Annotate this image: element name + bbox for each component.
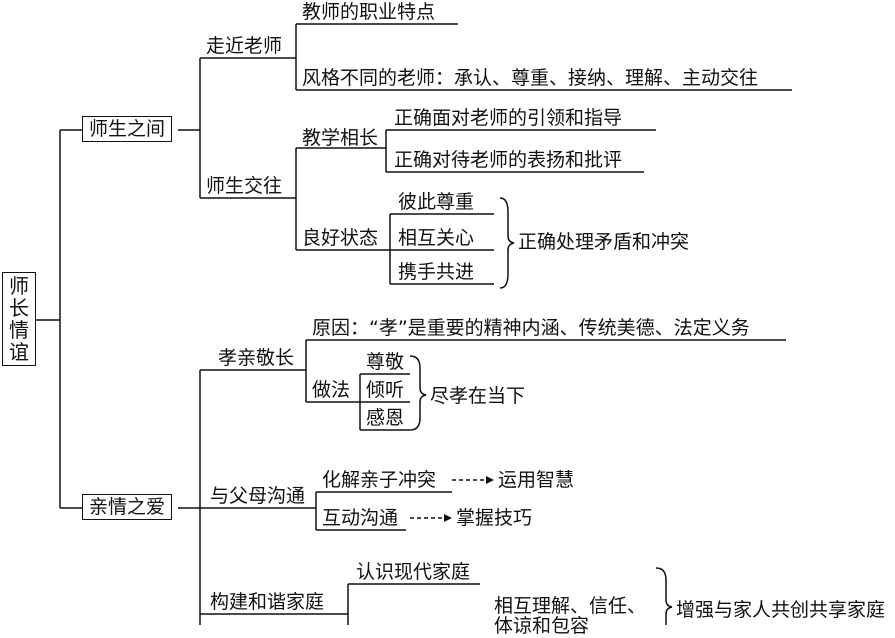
item-modern-family: 认识现代家庭 — [356, 561, 471, 583]
summary-filial-now: 尽孝在当下 — [430, 385, 526, 407]
summary-family-share: 增强与家人共创共享家庭 — [676, 599, 886, 621]
item-resolve-conflict: 化解亲子冲突 — [322, 469, 437, 491]
result-master-skills: 掌握技巧 — [456, 507, 533, 529]
root-node: 师长情谊 — [2, 272, 36, 366]
item-respect: 尊敬 — [366, 351, 405, 373]
item-guidance: 正确面对老师的引领和指导 — [394, 107, 623, 129]
item-teacher-profession: 教师的职业特点 — [302, 1, 436, 23]
item-tolerance: 体谅和包容 — [494, 615, 590, 637]
item-praise-criticism: 正确对待老师的表扬和批评 — [394, 149, 623, 171]
item-gratitude: 感恩 — [366, 407, 405, 429]
node-harmonious-family: 构建和谐家庭 — [210, 591, 325, 613]
item-mutual-care: 相互关心 — [398, 227, 475, 249]
node-teaching-learning: 教学相长 — [302, 127, 379, 149]
node-approach-teacher: 走近老师 — [206, 35, 283, 57]
item-progress-together: 携手共进 — [398, 261, 475, 283]
item-listen: 倾听 — [366, 379, 405, 401]
item-interactive-communication: 互动沟通 — [322, 507, 399, 529]
item-filial-reason: 原因：“孝”是重要的精神内涵、传统美德、法定义务 — [312, 317, 750, 339]
connector-lines — [36, 23, 792, 625]
node-communicate-parents: 与父母沟通 — [210, 485, 306, 507]
node-teacher-student: 师生之间 — [82, 116, 173, 142]
item-teacher-styles: 风格不同的老师：承认、尊重、接纳、理解、主动交往 — [302, 67, 759, 89]
summary-handle-conflict: 正确处理矛盾和冲突 — [518, 231, 690, 253]
item-mutual-respect: 彼此尊重 — [398, 191, 475, 213]
node-good-state: 良好状态 — [302, 227, 379, 249]
node-practice: 做法 — [312, 379, 351, 401]
result-use-wisdom: 运用智慧 — [498, 469, 575, 491]
item-understanding-trust: 相互理解、信任、 — [494, 595, 647, 617]
node-filial-piety: 孝亲敬长 — [218, 347, 295, 369]
node-interaction: 师生交往 — [206, 175, 283, 197]
node-family-love: 亲情之爱 — [82, 494, 173, 520]
